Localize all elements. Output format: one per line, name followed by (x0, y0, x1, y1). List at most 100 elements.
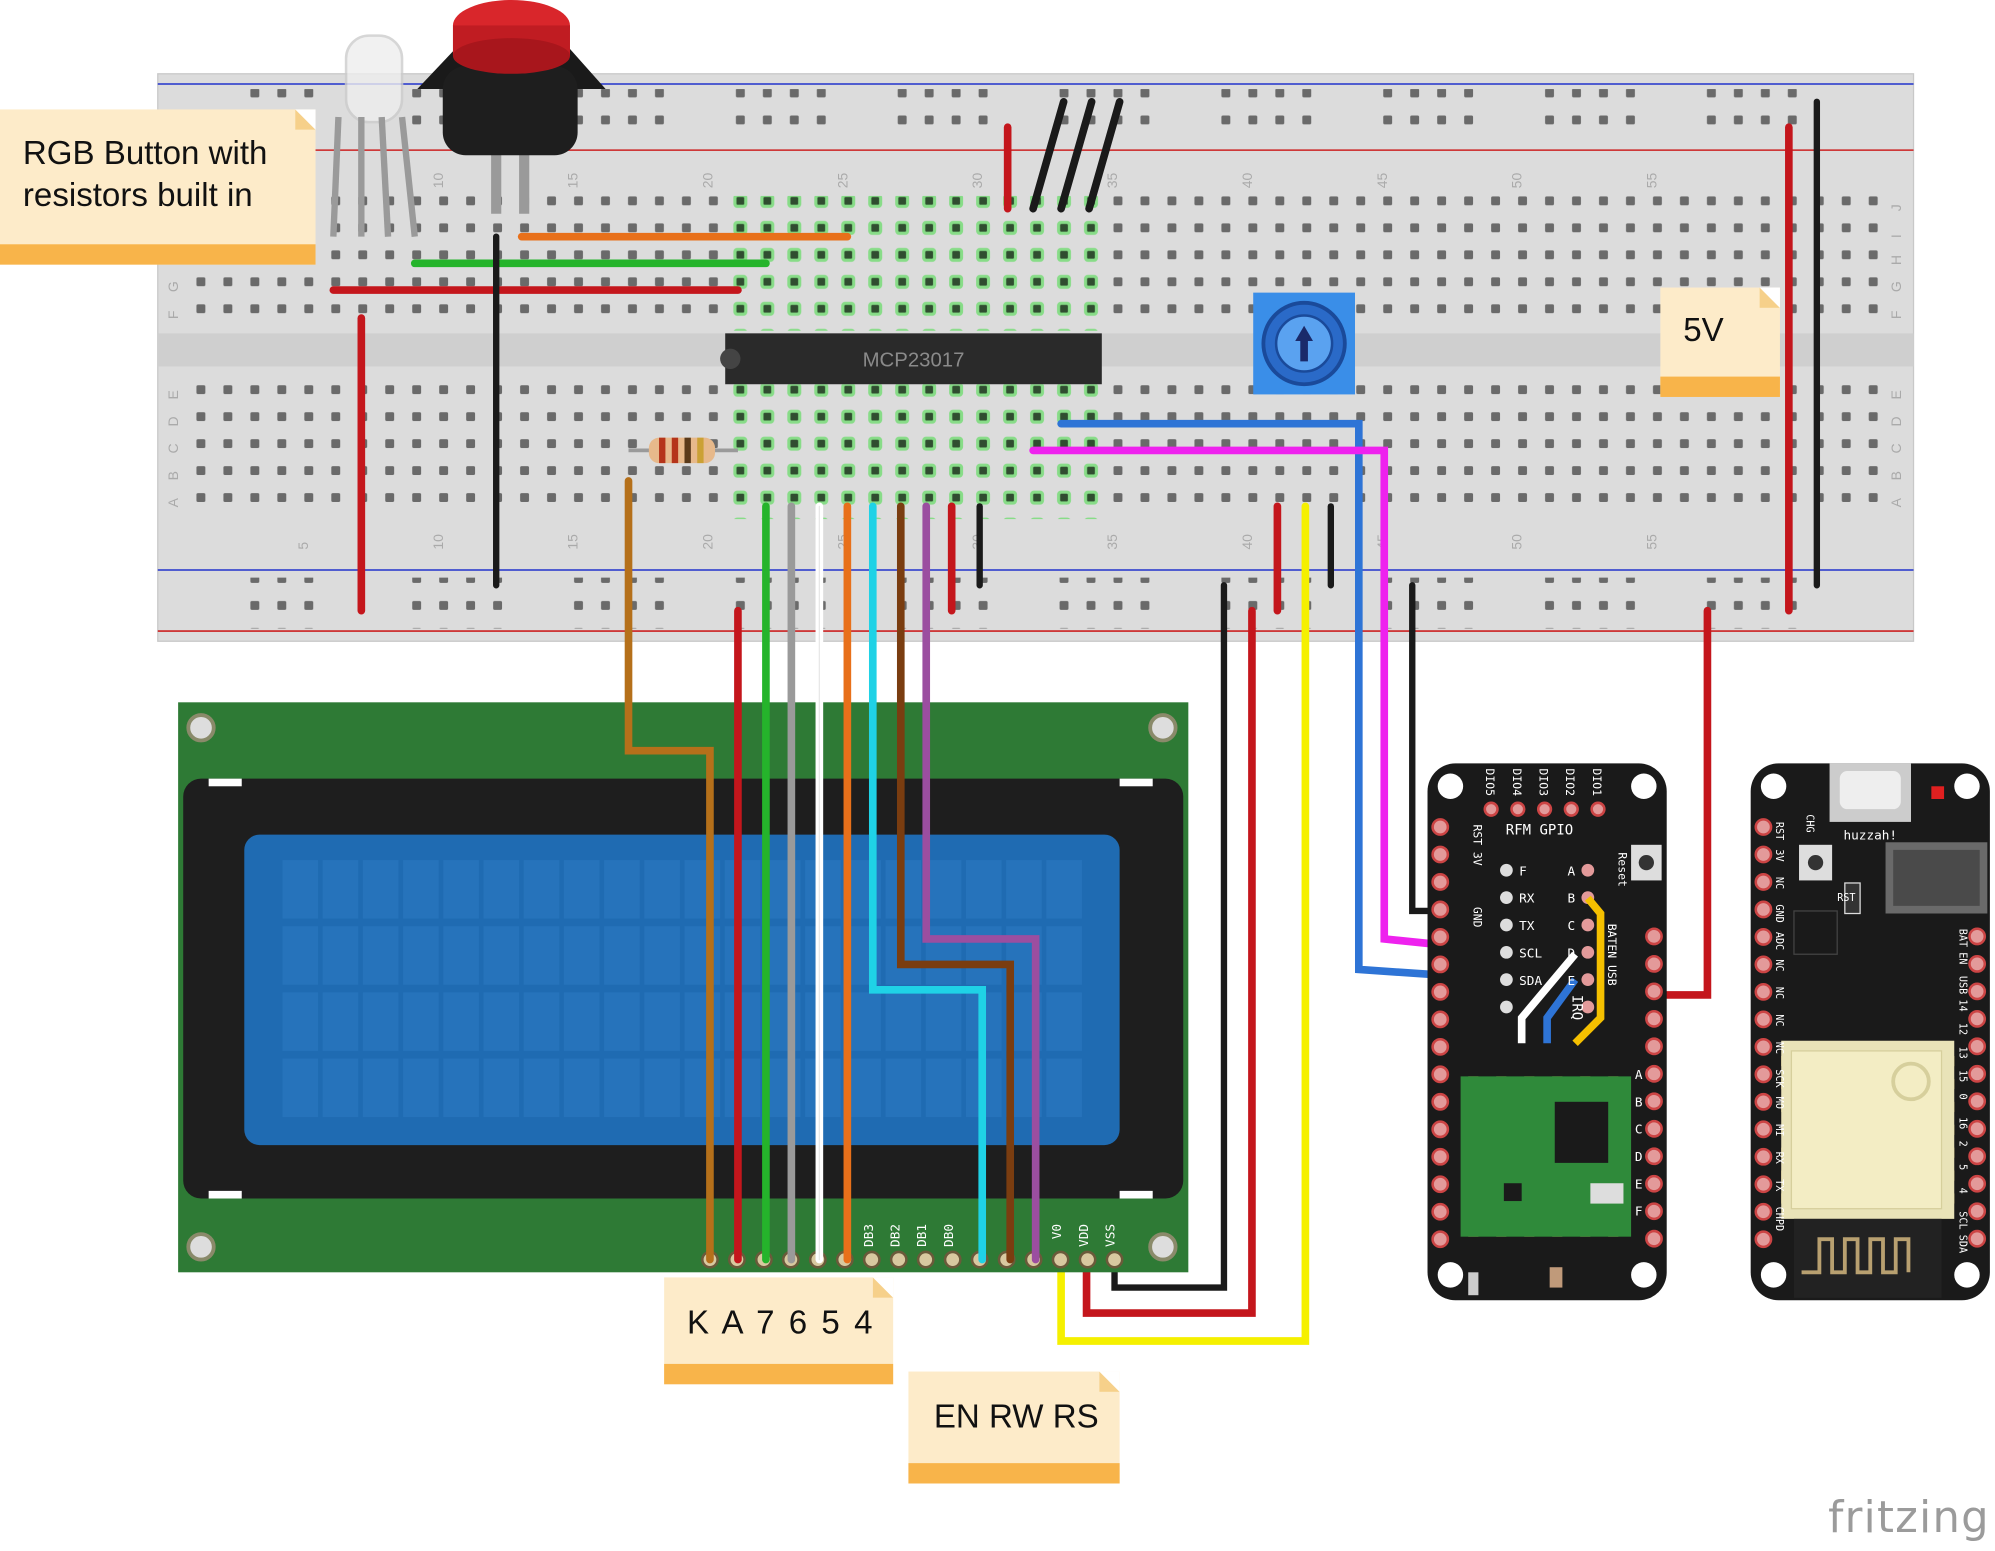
lcd-char-cell (925, 1058, 962, 1118)
breakout-pin (1581, 918, 1595, 932)
header-pin (1968, 1174, 1987, 1193)
header-pin (1754, 1175, 1773, 1194)
resistor (628, 437, 738, 464)
row-letter: D (165, 416, 181, 426)
lcd-char-cell (322, 1058, 359, 1118)
lcd-char-cell (282, 860, 319, 919)
bottom-power-rail (241, 577, 1812, 629)
lcd-char-cell (684, 1058, 721, 1118)
column-number: 20 (699, 173, 715, 189)
header-pin (1754, 982, 1773, 1001)
pin-label: A (1567, 863, 1575, 878)
lcd-char-cell (925, 992, 962, 1051)
pin-label: D (1567, 945, 1575, 960)
note-lcd-pins-left: K A 7 6 5 4 (664, 1277, 894, 1385)
header-pin (1645, 982, 1663, 1001)
lcd-pin (916, 1250, 935, 1269)
pin-label: USB (1956, 976, 1967, 994)
pin-label: F (1635, 1204, 1643, 1219)
row-letter: G (1888, 281, 1904, 292)
header-pin (1431, 928, 1450, 946)
header-pin (1968, 1147, 1987, 1166)
header-pin (1754, 900, 1773, 919)
pin-label: SCL (1519, 945, 1542, 960)
row-letter: G (165, 281, 181, 292)
pin-label: DIO4 (1510, 768, 1524, 796)
pin-label: 0 (1956, 1094, 1967, 1100)
pin-label: MO (1773, 1097, 1784, 1109)
lcd-char-cell (1046, 926, 1082, 985)
pin-label: MI (1773, 1124, 1784, 1136)
pin-label: DIO1 (1590, 768, 1604, 796)
header-pin (1431, 1230, 1450, 1249)
row-letter: E (165, 390, 181, 399)
note-rgb-button: RGB Button with resistors built in (0, 109, 316, 265)
lcd-pin-label: DB3 (861, 1224, 876, 1247)
pin-label: NC (1773, 877, 1784, 889)
pin-label: RX (1773, 1152, 1784, 1165)
lcd-char-cell (604, 926, 640, 985)
pin-label: NC (1773, 959, 1784, 971)
column-number: 20 (699, 534, 715, 550)
header-pin (1645, 1092, 1663, 1111)
column-number: 5 (295, 542, 311, 550)
red-push-button[interactable] (417, 0, 606, 214)
pin-label: GND (1773, 904, 1784, 922)
note-lcd-pins-left-text: K A 7 6 5 4 (687, 1302, 876, 1342)
mcp23017-chip: MCP23017 (720, 333, 1102, 385)
header-pin (1431, 955, 1450, 974)
gpio-pin (1510, 801, 1526, 817)
pin-label: 15 (1956, 1070, 1967, 1082)
lcd-char-cell (282, 992, 319, 1051)
lcd-pin-label: DB2 (888, 1224, 903, 1247)
header-pin (1968, 1202, 1987, 1221)
row-letter: H (1888, 255, 1904, 265)
potentiometer[interactable] (1253, 292, 1355, 395)
pin-label: B (1635, 1094, 1643, 1109)
lcd-char-cell (523, 926, 560, 985)
pin-label: TX (1519, 918, 1535, 933)
column-number: 55 (1644, 534, 1660, 550)
pin-label: A (1635, 1067, 1643, 1082)
note-rgb-button-text: RGB Button with resistors built in (22, 133, 268, 214)
lcd-char-cell (845, 992, 881, 1051)
lcd-char-cell (483, 992, 520, 1051)
pin-label: C (1567, 918, 1575, 933)
svg-text:BATEN USB: BATEN USB (1605, 924, 1619, 986)
lcd-char-cell (362, 860, 399, 919)
lcd-char-cell (362, 926, 399, 985)
header-pin (1645, 1037, 1663, 1056)
header-pin (1645, 1064, 1663, 1083)
lcd-pin-label: V0 (1049, 1224, 1064, 1239)
lcd-char-cell (403, 860, 439, 919)
gpio-pin (1536, 801, 1553, 817)
pin-label: 3V (1773, 849, 1784, 861)
pin-label: SCK (1773, 1069, 1784, 1088)
column-number: 50 (1509, 534, 1525, 550)
row-letter: I (1888, 234, 1904, 238)
rgb-led (330, 34, 418, 237)
feather-huzzah-board: huzzah! CHG RST RST3VNCGNDADCNCNCNCNCSCK… (1750, 763, 1990, 1301)
lcd-char-cell (604, 992, 640, 1051)
svg-text:Reset: Reset (1615, 852, 1629, 886)
pin-label: 3V (1470, 852, 1484, 866)
chip-label: MCP23017 (863, 349, 965, 371)
row-letter: C (1888, 443, 1904, 453)
svg-text:CHG: CHG (1804, 814, 1815, 832)
header-pin (1645, 927, 1663, 946)
lcd-char-cell (443, 860, 479, 919)
lcd-char-cell (1046, 992, 1082, 1051)
lcd-char-cell (644, 1058, 680, 1118)
lcd-char-cell (724, 860, 761, 919)
row-letter: A (1888, 497, 1904, 507)
pin-label: E (1567, 973, 1575, 988)
header-pin (1431, 982, 1450, 1001)
lcd-pin (1078, 1250, 1097, 1269)
pin-label: DIO3 (1536, 768, 1550, 796)
header-pin (1754, 873, 1773, 891)
lcd-char-cell (403, 1058, 439, 1118)
fritzing-watermark: fritzing (1828, 1492, 1990, 1544)
lcd-char-cell (885, 992, 922, 1051)
